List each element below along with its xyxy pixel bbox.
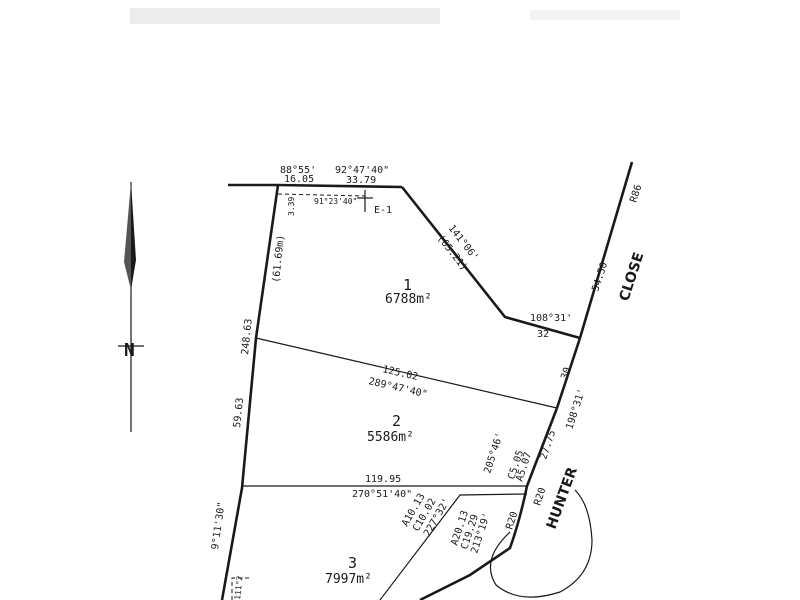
dim-top-len2: 33.79 (346, 175, 376, 186)
dim-close-len: 54.50 (590, 261, 610, 293)
dim-e19831: 198°31' (564, 387, 587, 430)
dim-low-bearing: 270°51'40" (352, 489, 412, 500)
lot-1-area: 6788m² (385, 292, 432, 307)
dim-r20a: R20 (532, 486, 548, 507)
lot-boundary-west (220, 184, 280, 600)
lot-3-east-boundary (419, 407, 559, 600)
dim-top-angle: 88°55' (280, 165, 316, 176)
close-road-line (578, 161, 634, 339)
dim-e2775: 27.75 (538, 429, 558, 461)
lot-2-east-boundary (555, 337, 582, 409)
dim-r20b: R20 (504, 510, 520, 531)
dim-bottom-frag: 111°2 (233, 575, 244, 600)
faded-header-bar-right (530, 10, 680, 20)
lot-1-number: 1 (403, 276, 412, 294)
lot-3-chord-line (379, 493, 528, 600)
dim-e30: 30 (559, 366, 573, 381)
dim-top-len: 16.05 (284, 174, 314, 185)
lot-2-area: 5586m² (367, 430, 414, 445)
dim-inner-bearing: 91°23'40" (314, 197, 357, 206)
dim-low-len: 119.95 (365, 474, 401, 485)
dim-notch-bearing: 108°31' (530, 313, 572, 324)
north-label: N (124, 340, 135, 361)
lot-2-number: 2 (392, 412, 401, 430)
dim-small-339: 3.39 (287, 197, 296, 216)
lot-3-area: 7997m² (325, 572, 372, 587)
lot-1-east-boundary (400, 186, 581, 340)
dim-mid-bearing: 289°47'40" (367, 376, 428, 400)
faded-header-bar (130, 8, 440, 24)
lot-1-2-division (255, 337, 558, 409)
north-arrow: N (118, 182, 144, 432)
dim-west-bearing: 9°11'30" (210, 501, 228, 550)
dim-24863: 248.63 (240, 318, 255, 355)
dim-notch-len: 32 (537, 329, 549, 340)
dim-5963: 59.63 (232, 397, 246, 428)
dim-6169: (61.69m) (271, 234, 287, 283)
dim-top-bearing: 92°47'40" (335, 165, 389, 176)
dim-easement: E-1 (374, 205, 392, 216)
cul-de-sac-curve (489, 489, 593, 598)
dim-chord1-bearing: 205°46' (482, 431, 505, 474)
dim-r86: R86 (628, 183, 644, 204)
road-close-label: CLOSE (617, 251, 648, 304)
road-hunter-label: HUNTER (544, 465, 581, 531)
lot-3-number: 3 (348, 554, 357, 572)
bottom-dashed-box (231, 577, 250, 600)
